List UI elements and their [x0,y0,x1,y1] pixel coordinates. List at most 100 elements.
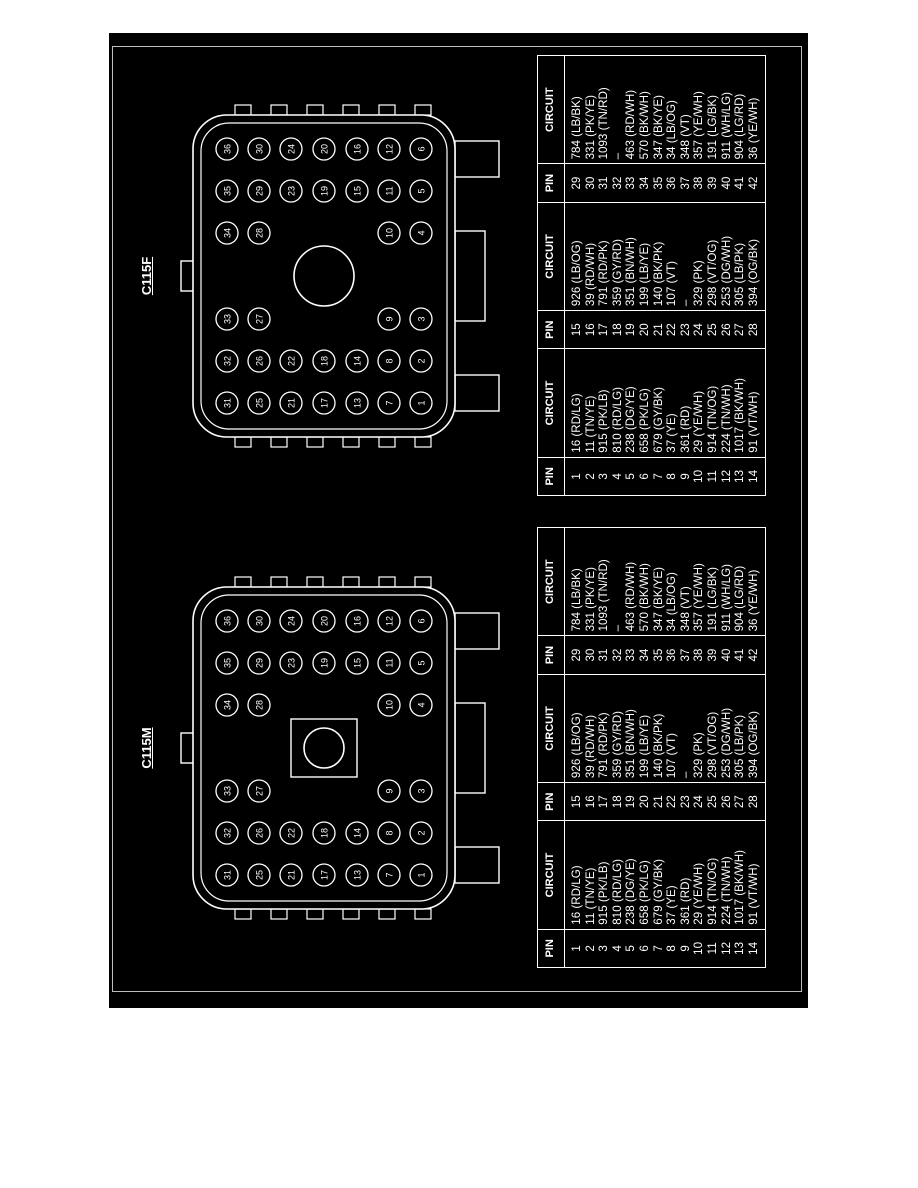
circuit-cell: 39 (RD/WH) [583,202,598,311]
pin-cavity [215,391,239,415]
pin-number-cell: 33 [624,163,638,203]
pin-cavity-number: 27 [255,314,265,324]
circuit-cell: – [678,202,693,311]
pin-number-cell: 11 [705,929,720,968]
connector-shell [192,114,456,438]
pin-cavity-number: 25 [255,870,265,880]
pin-number-cell: 16 [583,310,598,349]
pin-cavity [377,693,401,717]
pin-number-cell: 36 [665,635,679,675]
pin-number-cell: 4 [610,457,625,496]
pin-cavity-number: 13 [353,398,363,408]
circuit-cell: 347 (BK/YE) [651,55,666,164]
pin-cavity-number: 34 [223,700,233,710]
pin-cavity [215,651,239,675]
pin-cavity [215,307,239,331]
circuit-cell: 191 (LG/BK) [705,55,720,164]
circuit-cell: 679 (GY/BK) [651,348,666,458]
circuit-cell: 199 (LB/YE) [637,674,652,783]
pin-cavity-number: 32 [223,828,233,838]
pin-cavity [247,179,271,203]
pin-cavity [409,307,433,331]
pin-cavity-number: 19 [320,658,330,668]
pin-cavity-number: 27 [255,786,265,796]
side-rib [414,576,432,588]
side-rib [378,576,396,588]
side-rib [342,576,360,588]
pin-number-cell: 7 [651,457,666,496]
mounting-tab [454,140,500,178]
side-rib [234,104,252,116]
circuit-cell: 29 (YE/WH) [692,348,706,458]
pin-cavity-number: 25 [255,398,265,408]
pin-number-cell: 11 [705,457,720,496]
circuit-cell: 331 (PK/YE) [583,55,598,164]
circuit-cell: 904 (LG/RD) [733,55,747,164]
pin-cavity-number: 36 [223,144,233,154]
column-header: PIN [537,929,565,968]
pin-cavity-number: 20 [320,616,330,626]
pin-cavity-number: 32 [223,356,233,366]
pin-cavity [312,179,336,203]
pin-number-cell: 3 [597,929,611,968]
pin-cavity [247,651,271,675]
pin-number-cell: 40 [719,635,734,675]
pin-cavity [279,609,303,633]
pin-cavity [279,349,303,373]
pin-cavity [279,137,303,161]
pin-cavity [409,609,433,633]
pin-cavity [247,821,271,845]
pin-cavity-number: 4 [417,702,427,707]
pin-number-cell: 31 [597,163,611,203]
pin-number-cell: 32 [610,635,625,675]
column-header: PIN [537,457,565,496]
pin-cavity [247,221,271,245]
circuit-cell: 191 (LG/BK) [705,527,720,636]
pin-cavity-number: 16 [353,616,363,626]
pin-cavity [409,137,433,161]
pin-number-cell: 35 [651,635,666,675]
pin-number-cell: 26 [719,782,734,821]
circuit-cell: 1093 (TN/RD) [597,527,611,636]
pin-number-cell: 38 [692,635,706,675]
circuit-cell: 394 (OG/BK) [746,202,766,311]
pin-cavity-number: 1 [417,872,427,877]
pin-number-cell: 13 [733,929,747,968]
circuit-cell: 658 (PK/LG) [637,820,652,930]
pin-cavity-number: 24 [287,144,297,154]
pin-number-cell: 31 [597,635,611,675]
circuit-cell: 658 (PK/LG) [637,348,652,458]
pin-number-cell: 42 [746,163,766,203]
connector-shell [192,586,456,910]
pin-number-cell: 12 [719,457,734,496]
side-rib [234,576,252,588]
center-post [293,245,355,307]
pin-cavity [279,391,303,415]
pin-cavity [215,821,239,845]
pin-cavity-number: 16 [353,144,363,154]
connector-c115m-face: 1234567891011121314151617181920212223242… [180,576,500,920]
circuit-cell: – [610,527,625,636]
circuit-cell: 91 (VT/WH) [746,348,766,458]
circuit-cell: 305 (LB/PK) [733,202,747,311]
pin-cavity-number: 31 [223,870,233,880]
circuit-cell: 915 (PK/LB) [597,348,611,458]
circuit-cell: 253 (DG/WH) [719,202,734,311]
pin-number-cell: 23 [678,782,693,821]
pin-cavity-number: 30 [255,616,265,626]
circuit-cell: 911 (WH/LG) [719,55,734,164]
pin-number-cell: 20 [637,782,652,821]
pin-number-cell: 23 [678,310,693,349]
mounting-tab [454,612,500,650]
pin-cavity [409,779,433,803]
circuit-cell: 34 (LB/OG) [665,55,679,164]
circuit-cell: 361 (RD) [678,820,693,930]
pin-number-cell: 29 [564,163,584,203]
